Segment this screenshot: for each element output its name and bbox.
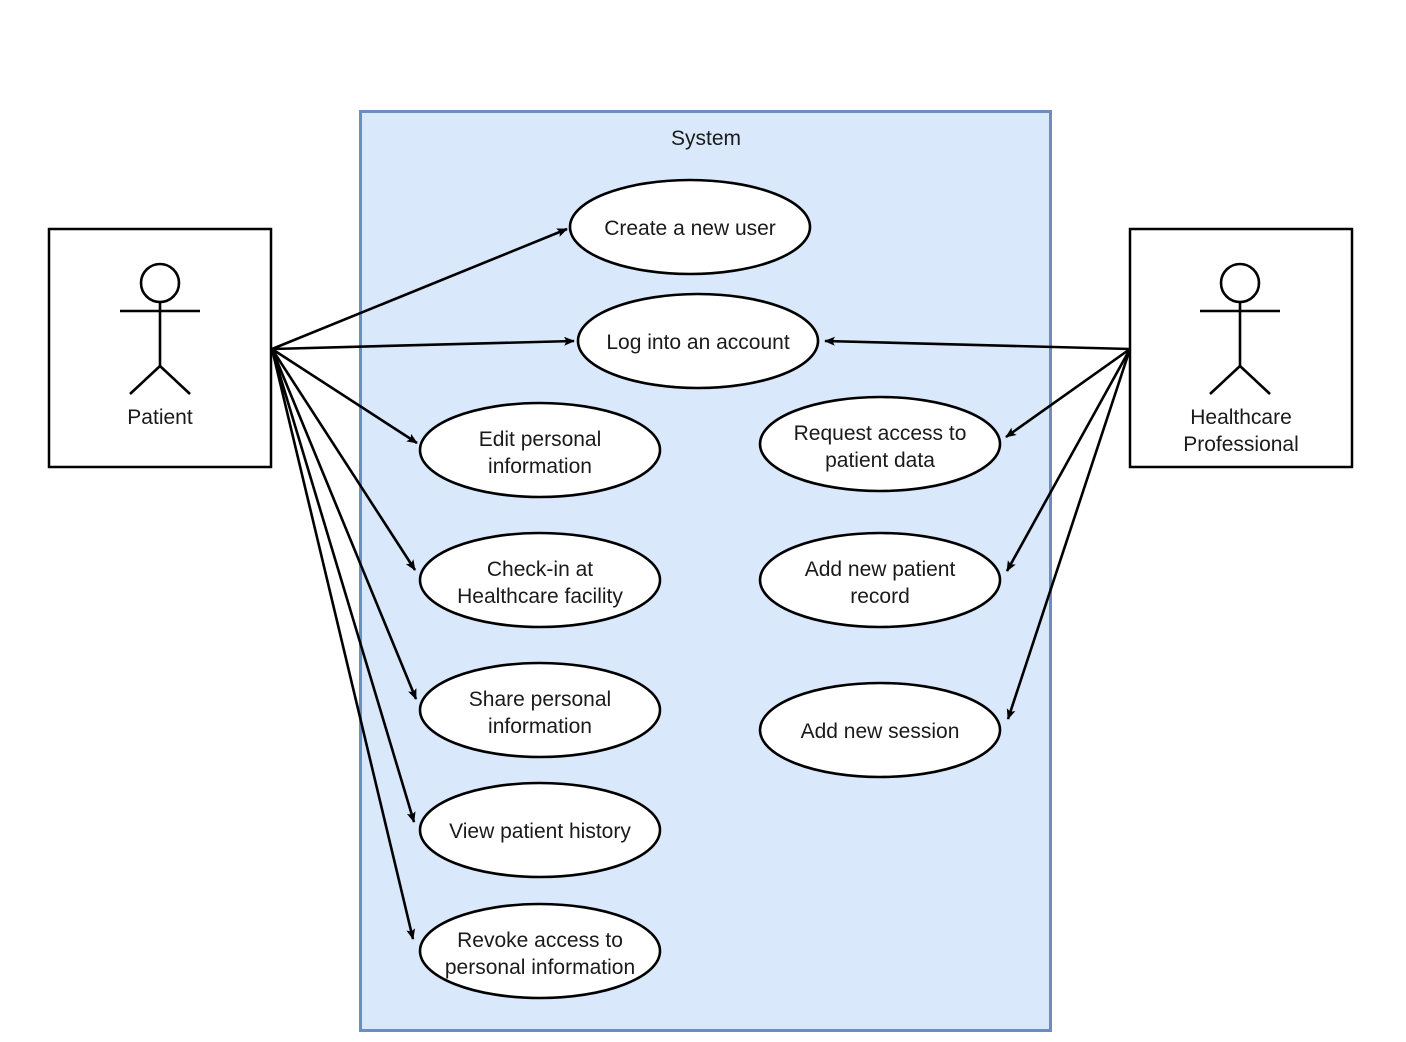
use-case-label: Create a new user	[604, 217, 776, 240]
stick-figure-icon	[120, 262, 200, 395]
use-case-ellipse	[418, 781, 662, 879]
use-case-label-line2: patient data	[825, 449, 935, 472]
use-case-label-line1: Revoke access to	[457, 929, 623, 952]
use-case-add-new-patient-record[interactable]: Add new patient record	[758, 531, 1002, 629]
use-case-ellipse	[418, 401, 662, 499]
use-case-request-access-to-patient-data[interactable]: Request access to patient data	[758, 395, 1002, 493]
use-case-label-line2: personal information	[445, 956, 635, 979]
association-group-patient	[270, 227, 575, 940]
association-patient-view-patient-history	[270, 348, 416, 823]
association-healthcare-professional-log-into-an-account	[824, 336, 1131, 351]
use-case-label-line1: Add new patient	[805, 558, 956, 581]
association-group-healthcare-professional	[824, 336, 1132, 720]
use-case-label-line2: record	[850, 585, 910, 608]
actor-label-line2: Professional	[1183, 433, 1299, 456]
association-patient-check-in-at-healthcare-facility	[270, 348, 417, 571]
use-case-ellipse	[576, 292, 820, 390]
use-case-check-in-at-healthcare-facility[interactable]: Check-in at Healthcare facility	[418, 531, 662, 629]
use-case-ellipse	[758, 395, 1002, 493]
use-case-ellipse	[758, 681, 1002, 779]
use-case-ellipse	[758, 531, 1002, 629]
actor-patient[interactable]: Patient	[47, 227, 273, 469]
use-case-log-into-an-account[interactable]: Log into an account	[576, 292, 820, 390]
use-case-ellipse	[418, 661, 662, 759]
use-case-edit-personal-information[interactable]: Edit personal information	[418, 401, 662, 499]
actor-label: Patient	[127, 406, 193, 429]
use-case-label-line1: Share personal	[469, 688, 611, 711]
association-patient-create-a-new-user	[271, 227, 568, 351]
use-case-share-personal-information[interactable]: Share personal information	[418, 661, 662, 759]
association-patient-log-into-an-account	[271, 336, 575, 351]
association-patient-revoke-access-to-personal-information	[270, 348, 416, 940]
use-case-label-line2: information	[488, 455, 592, 478]
use-case-label: View patient history	[449, 820, 631, 843]
use-case-label: Add new session	[801, 720, 960, 743]
association-healthcare-professional-add-new-session	[1006, 348, 1132, 720]
use-case-label-line2: Healthcare facility	[457, 585, 623, 608]
association-patient-share-personal-information	[270, 348, 418, 700]
use-case-view-patient-history[interactable]: View patient history	[418, 781, 662, 879]
use-case-label-line1: Edit personal	[479, 428, 602, 451]
association-healthcare-professional-add-new-patient-record	[1005, 348, 1132, 572]
actor-label-line1: Healthcare	[1190, 406, 1292, 429]
stick-figure-icon	[1200, 262, 1280, 395]
use-case-add-new-session[interactable]: Add new session	[758, 681, 1002, 779]
use-case-label-line2: information	[488, 715, 592, 738]
association-healthcare-professional-request-access-to-patient-data	[1005, 347, 1131, 439]
use-case-ellipse	[418, 531, 662, 629]
system-boundary-label: System	[671, 127, 741, 150]
use-case-label-line1: Check-in at	[487, 558, 593, 581]
use-case-ellipse	[418, 902, 662, 1000]
use-case-label: Log into an account	[606, 331, 789, 354]
use-case-ellipse	[568, 178, 812, 276]
use-case-revoke-access-to-personal-information[interactable]: Revoke access to personal information	[418, 902, 662, 1000]
actor-healthcare-professional[interactable]: Healthcare Professional	[1128, 227, 1354, 469]
association-patient-edit-personal-information	[271, 347, 418, 445]
use-case-label-line1: Request access to	[794, 422, 967, 445]
use-case-create-a-new-user[interactable]: Create a new user	[568, 178, 812, 276]
